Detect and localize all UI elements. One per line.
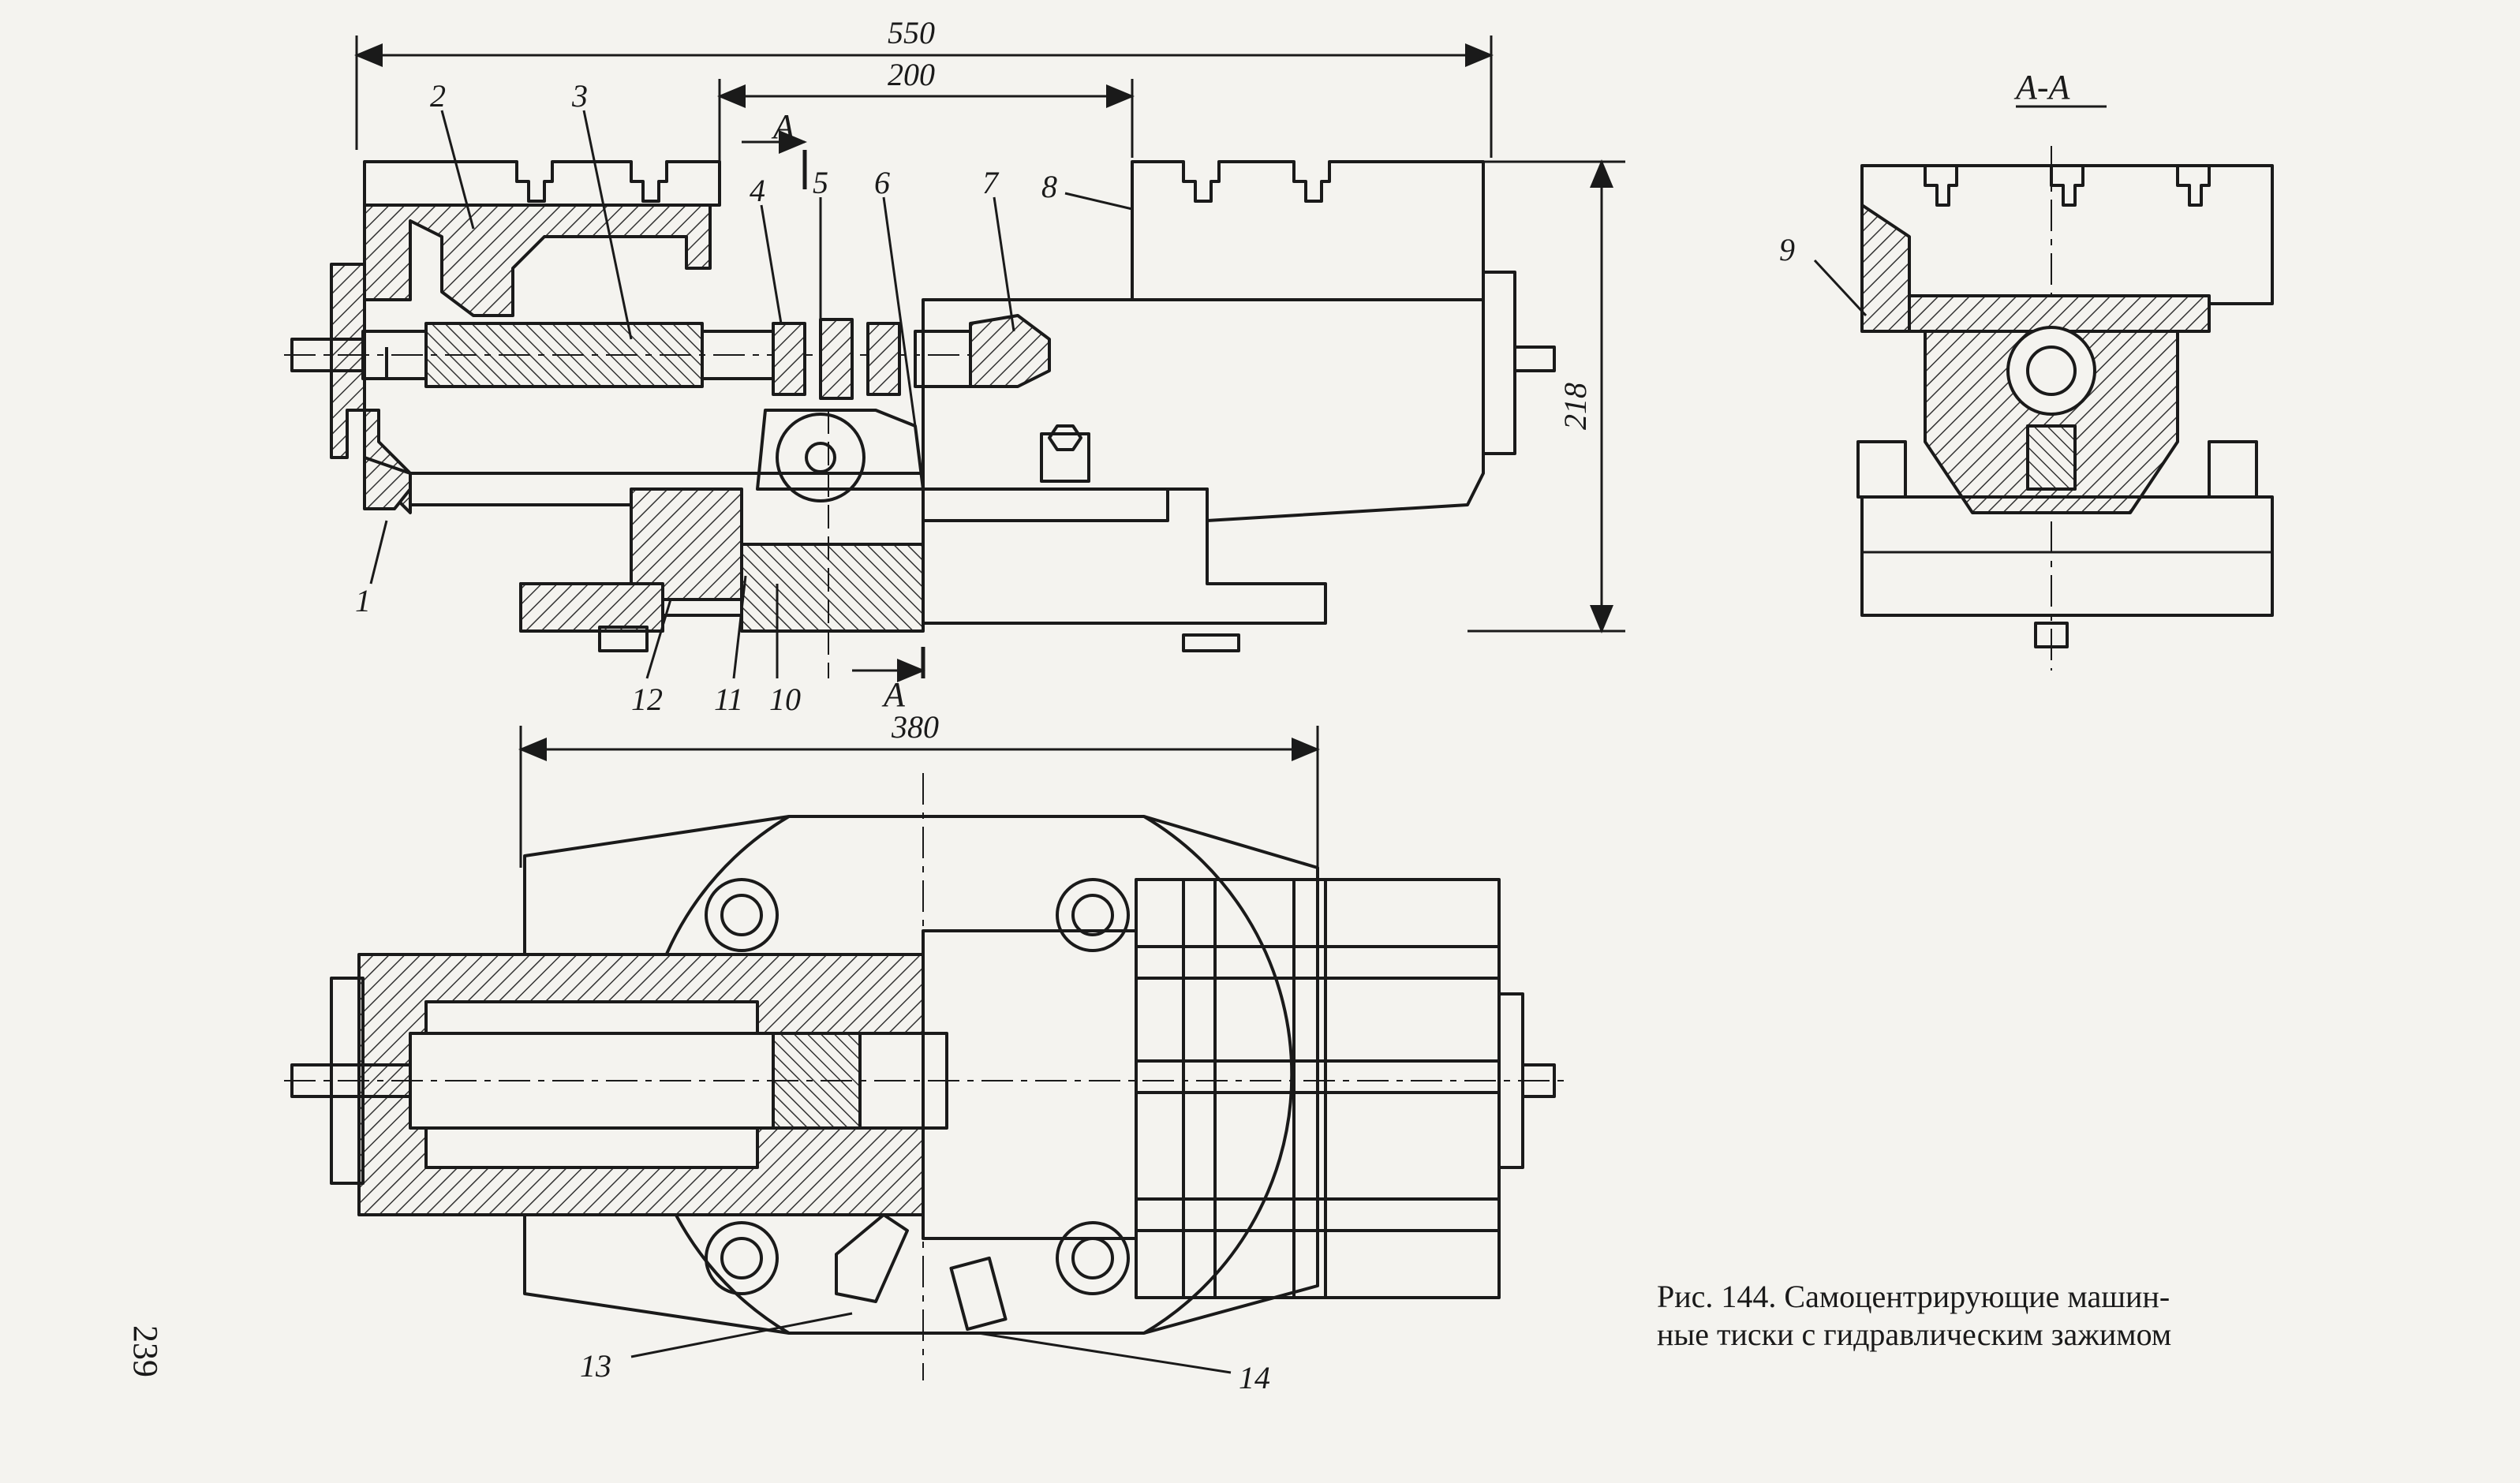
part-label-1: 1: [355, 583, 371, 618]
part-label-13: 13: [580, 1348, 611, 1384]
page-number: 239: [126, 1325, 165, 1377]
section-title: А-А: [2013, 68, 2071, 106]
dimension-overall-length: 550: [888, 15, 935, 50]
part-label-2: 2: [430, 78, 446, 114]
part-label-8: 8: [1041, 169, 1057, 204]
dimension-base-length: 380: [891, 709, 939, 745]
part-label-3: 3: [571, 78, 588, 114]
dimension-middle-length: 200: [888, 57, 935, 92]
part-label-10: 10: [769, 682, 801, 717]
dimension-height: 218: [1557, 383, 1593, 430]
part-label-5: 5: [813, 165, 828, 200]
plan-view: [284, 726, 1570, 1380]
caption-line-2: ные тиски с гидравлическим зажимом: [1657, 1317, 2172, 1352]
part-label-6: 6: [874, 165, 890, 200]
part-label-11: 11: [714, 682, 743, 717]
part-label-9: 9: [1779, 232, 1795, 267]
leader-lines: [369, 110, 1133, 679]
part-label-7: 7: [982, 165, 1000, 200]
part-label-14: 14: [1239, 1360, 1270, 1395]
section-a-a-view: [1813, 105, 2274, 671]
section-cut-mark-bottom: А: [881, 675, 906, 714]
part-label-12: 12: [631, 682, 663, 717]
front-view: [284, 35, 1625, 682]
figure-caption: Рис. 144. Самоцентрирующие машин- ные ти…: [1657, 1278, 2367, 1354]
caption-line-1: Рис. 144. Самоцентрирующие машин-: [1657, 1279, 2170, 1314]
part-label-4: 4: [750, 173, 765, 208]
section-cut-mark-top: А: [771, 107, 795, 146]
